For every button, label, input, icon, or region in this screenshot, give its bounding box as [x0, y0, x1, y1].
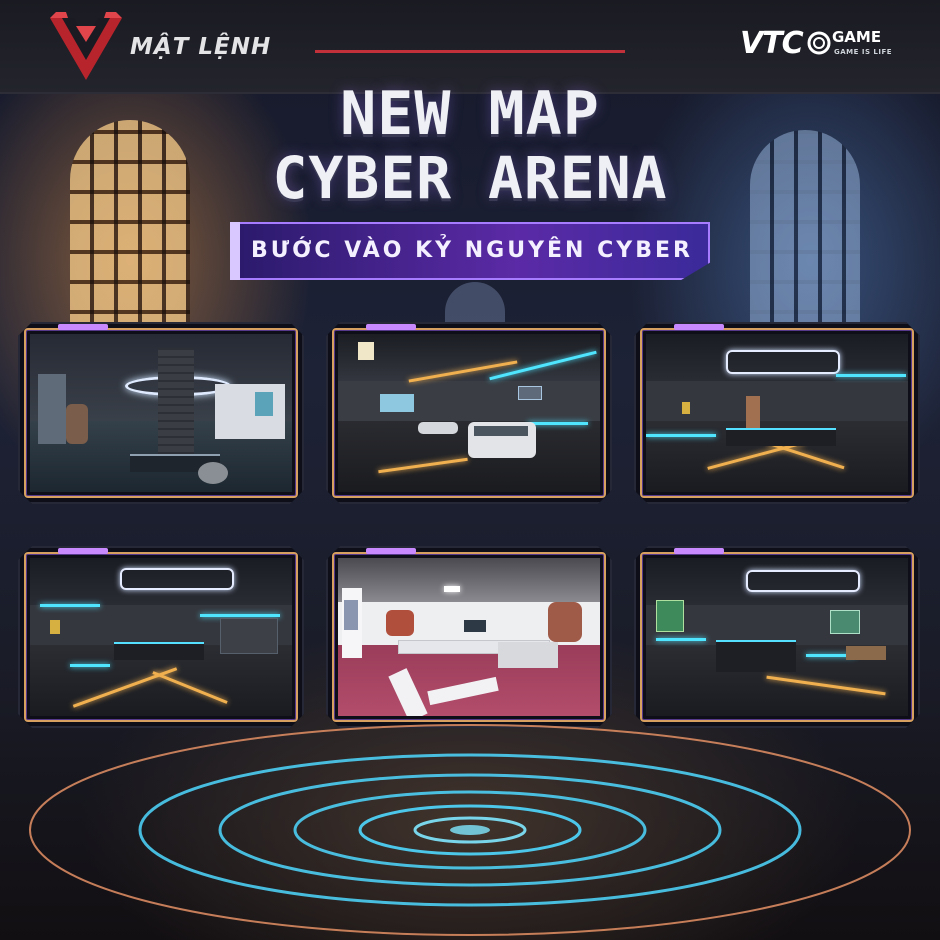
- screenshot-scene: [30, 558, 292, 716]
- mat-lenh-emblem-icon: [50, 12, 122, 80]
- vtc-wordmark: VTC: [740, 26, 804, 61]
- headline-line-2: CYBER ARENA: [272, 144, 668, 212]
- map-screenshot-1: [18, 322, 304, 504]
- frame-tab: [674, 324, 724, 330]
- frame-tab: [366, 548, 416, 554]
- screenshot-scene: [646, 558, 908, 716]
- header-accent-line: [315, 50, 625, 53]
- headline: NEW MAP CYBER ARENA: [0, 82, 940, 210]
- mat-lenh-logo: MẬT LỆNH: [46, 8, 296, 88]
- frame-tab: [674, 548, 724, 554]
- gothic-window-left: [70, 120, 190, 340]
- map-screenshot-2: [326, 322, 612, 504]
- mat-lenh-wordmark: MẬT LỆNH: [130, 34, 272, 60]
- map-screenshot-6: [634, 546, 920, 728]
- screenshot-scene: [30, 334, 292, 492]
- screenshot-scene: [338, 334, 600, 492]
- vtc-game-label: GAME: [832, 28, 882, 46]
- map-screenshot-4: [18, 546, 304, 728]
- gothic-window-center: [445, 282, 505, 322]
- map-screenshot-5: [326, 546, 612, 728]
- subtitle-banner: BƯỚC VÀO KỶ NGUYÊN CYBER: [230, 222, 710, 280]
- frame-tab: [58, 548, 108, 554]
- map-screenshot-3: [634, 322, 920, 504]
- header-bar: MẬT LỆNH VTC GAME GAME IS LIFE: [0, 0, 940, 94]
- vtc-tagline: GAME IS LIFE: [834, 48, 893, 56]
- frame-tab: [58, 324, 108, 330]
- vtc-ring-icon: [807, 31, 831, 55]
- screenshot-scene: [338, 558, 600, 716]
- headline-line-1: NEW MAP: [340, 79, 600, 149]
- subtitle-text: BƯỚC VÀO KỶ NGUYÊN CYBER: [251, 238, 693, 263]
- screenshot-scene: [646, 334, 908, 492]
- vtc-game-logo: VTC GAME GAME IS LIFE: [740, 26, 910, 72]
- arena-floor-rings: [29, 724, 911, 936]
- gothic-window-right: [750, 130, 860, 340]
- frame-tab: [366, 324, 416, 330]
